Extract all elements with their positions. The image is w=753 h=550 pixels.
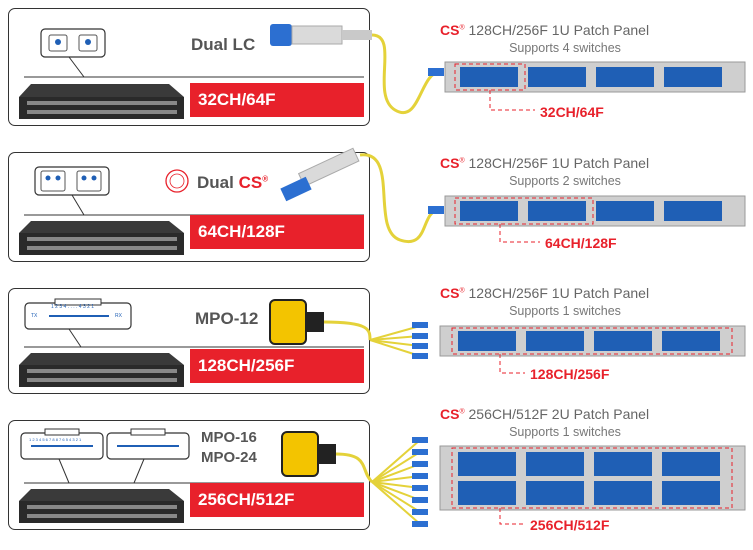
patch-panel-1u: [439, 325, 746, 374]
switch-card: 1 2 3 4 . . . . 4 3 2 1 TX RX MPO-12 128…: [8, 288, 370, 394]
panel-title: CS® 128CH/256F 1U Patch Panel: [440, 285, 650, 301]
connector-label: Dual LC: [191, 35, 256, 54]
channel-badge: 128CH/256F: [190, 349, 364, 383]
fanout-cables: [369, 325, 421, 357]
channel-badge: 256CH/512F: [190, 483, 364, 517]
connector-label: MPO-16: [201, 429, 257, 446]
switch-diagram: [19, 28, 364, 119]
connector-label-2: MPO-24: [201, 449, 257, 466]
panel-subtitle: Supports 4 switches: [509, 41, 621, 55]
panel-title: CS® 128CH/256F 1U Patch Panel: [440, 155, 650, 171]
channel-badge: 64CH/128F: [190, 215, 364, 249]
lc-connector-icon: [270, 24, 372, 46]
panel-title: CS® 128CH/256F 1U Patch Panel: [440, 22, 650, 38]
fiber-numbers: 1 2 3 4 . . . . 4 3 2 1: [51, 304, 95, 310]
patch-panel-1u: [444, 61, 746, 111]
panel-channel-label: 256CH/512F: [530, 517, 610, 533]
panel-subtitle: Supports 2 switches: [509, 174, 621, 188]
cable-line: [359, 153, 441, 244]
lc-port-tx: [55, 39, 61, 45]
cs-connector-icon: [280, 147, 360, 202]
panel-channel-label: 32CH/64F: [540, 104, 604, 120]
mpo-connector-icon: [281, 431, 336, 477]
fiber-numbers: 1 2 3 4 5 6 7 8 8 7 6 5 4 3 2 1: [29, 437, 82, 442]
patch-panel-1u: [444, 195, 746, 243]
panel-title: CS® 256CH/512F 2U Patch Panel: [440, 406, 650, 422]
connector-label: Dual CS®: [197, 173, 269, 192]
panel-subtitle: Supports 1 switches: [509, 425, 621, 439]
panel-subtitle: Supports 1 switches: [509, 304, 621, 318]
switch-diagram: [19, 298, 364, 387]
connector-label: MPO-12: [195, 309, 259, 328]
cable-line: [371, 33, 441, 114]
senko-stamp-icon: [165, 169, 189, 193]
panel-channel-label: 64CH/128F: [545, 235, 617, 251]
lc-port-rx: [85, 39, 91, 45]
row-mpo-12: 1 2 3 4 . . . . 4 3 2 1 TX RX MPO-12 128…: [0, 288, 753, 418]
panel-channel-label: 128CH/256F: [530, 366, 610, 382]
switch-diagram: [19, 428, 364, 523]
channel-badge: 32CH/64F: [190, 83, 364, 117]
patch-panel-2u: [439, 445, 746, 525]
mpo-connector-icon: [269, 299, 324, 345]
